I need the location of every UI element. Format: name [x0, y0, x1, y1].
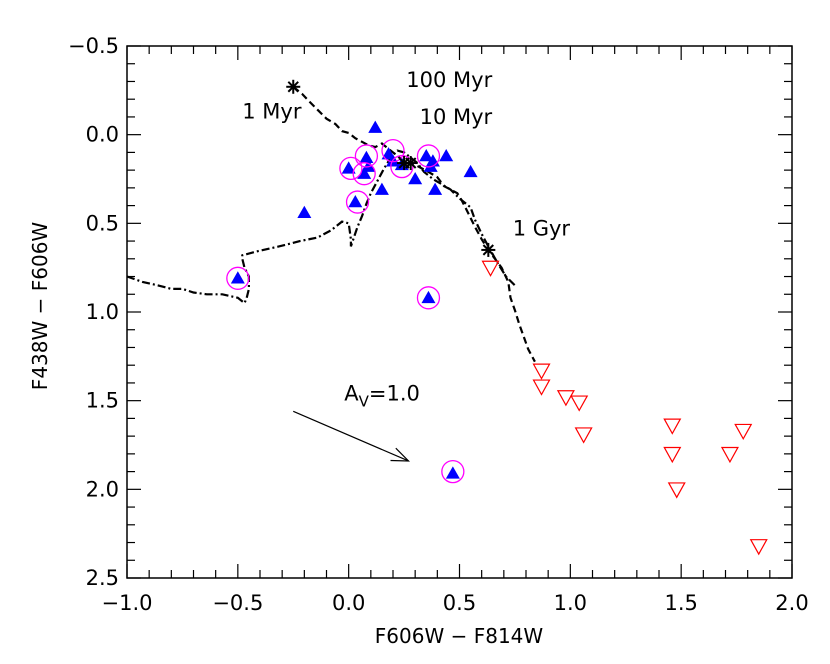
- red-open-triangle: [532, 379, 551, 396]
- extinction-vector: AV=1.0: [293, 382, 420, 462]
- asterisk-stroke: [405, 157, 417, 169]
- red-open-triangle: [720, 446, 739, 464]
- red-open-triangle: [481, 260, 500, 277]
- x-tick-label: 0.0: [332, 591, 365, 615]
- blue-filled-triangle: [374, 182, 389, 195]
- magenta-circle: [416, 144, 441, 168]
- asterisk-marker: [286, 79, 301, 94]
- blue-filled-triangle: [419, 148, 434, 162]
- y-tick-label: 1.0: [86, 300, 119, 324]
- y-tick-label: 2.5: [86, 566, 119, 590]
- red-open-triangle: [574, 427, 593, 444]
- x-tick-label: −0.5: [212, 591, 263, 615]
- asterisk-stroke: [287, 81, 299, 93]
- blue-filled-triangle: [230, 271, 245, 284]
- blue-filled-triangle: [439, 148, 454, 162]
- blue-filled-triangle: [361, 159, 376, 172]
- blue-filled-triangle: [408, 172, 423, 185]
- blue-filled-triangle: [297, 205, 312, 218]
- dash-dot-track: [126, 149, 516, 305]
- age-annotation: 1 Gyr: [513, 217, 571, 241]
- magenta-circle: [354, 144, 379, 168]
- x-tick-label: 2.0: [775, 591, 808, 615]
- x-tick-label: 1.0: [554, 591, 587, 615]
- y-tick-label: 1.5: [86, 389, 119, 413]
- x-tick-label: −1.0: [102, 591, 153, 615]
- asterisk-marker: [403, 156, 418, 171]
- x-tick-label: 1.5: [664, 591, 697, 615]
- age-annotation: 10 Myr: [420, 105, 493, 129]
- asterisk-stroke: [482, 244, 494, 256]
- magenta-circle: [441, 459, 465, 484]
- magenta-circle: [339, 156, 363, 181]
- magenta-circle: [226, 266, 250, 290]
- red-open-triangle: [663, 418, 682, 435]
- red-open-triangle: [734, 423, 753, 441]
- red-open-triangle: [663, 446, 682, 464]
- x-tick-label: 0.5: [443, 591, 476, 615]
- model-tracks: [126, 85, 536, 363]
- blue-filled-triangle: [368, 120, 383, 133]
- blue-filled-triangle: [445, 466, 460, 479]
- y-axis-label: F438W − F606W: [28, 222, 52, 391]
- red-open-triangle: [749, 539, 768, 556]
- magenta-circle: [381, 138, 405, 163]
- age-annotation: 1 Myr: [242, 100, 302, 124]
- magenta-circle: [345, 190, 370, 214]
- red-open-triangle: [570, 395, 589, 412]
- blue-filled-triangle: [428, 182, 443, 195]
- annotations: 100 Myr 1 Myr 10 Myr 1 Gyr: [242, 68, 570, 241]
- y-tick-label: 2.0: [86, 477, 119, 501]
- age-annotation: 100 Myr: [406, 68, 492, 92]
- y-tick-label: 0.5: [86, 211, 119, 235]
- x-axis-label: F606W − F814W: [375, 624, 544, 648]
- blue-filled-triangle: [348, 195, 363, 208]
- extinction-arrow-head: [390, 447, 411, 462]
- y-tick-label: 0.0: [86, 123, 119, 147]
- blue-filled-triangle: [463, 164, 478, 178]
- red-open-triangle: [532, 363, 551, 380]
- axes: −1.0 −0.5 0.0 0.5 1.0 1.5 2.0 −0.5 0.0 0.5 1.0 1.5 2…: [68, 34, 809, 615]
- blue-filled-triangle: [357, 166, 372, 179]
- blue-filled-triangle: [421, 290, 436, 304]
- extinction-arrow-shaft: [293, 410, 409, 462]
- magenta-circle: [416, 286, 441, 310]
- dashed-track: [292, 85, 536, 363]
- red-open-triangle: [667, 482, 686, 499]
- red-open-triangle: [556, 390, 575, 407]
- blue-filled-triangle: [341, 161, 356, 174]
- blue-filled-triangle: [359, 150, 374, 163]
- magenta-circle: [352, 162, 376, 186]
- y-tick-label: −0.5: [68, 34, 119, 58]
- asterisk-marker: [481, 242, 496, 257]
- data-points: [226, 79, 768, 556]
- extinction-label: AV=1.0: [344, 382, 420, 411]
